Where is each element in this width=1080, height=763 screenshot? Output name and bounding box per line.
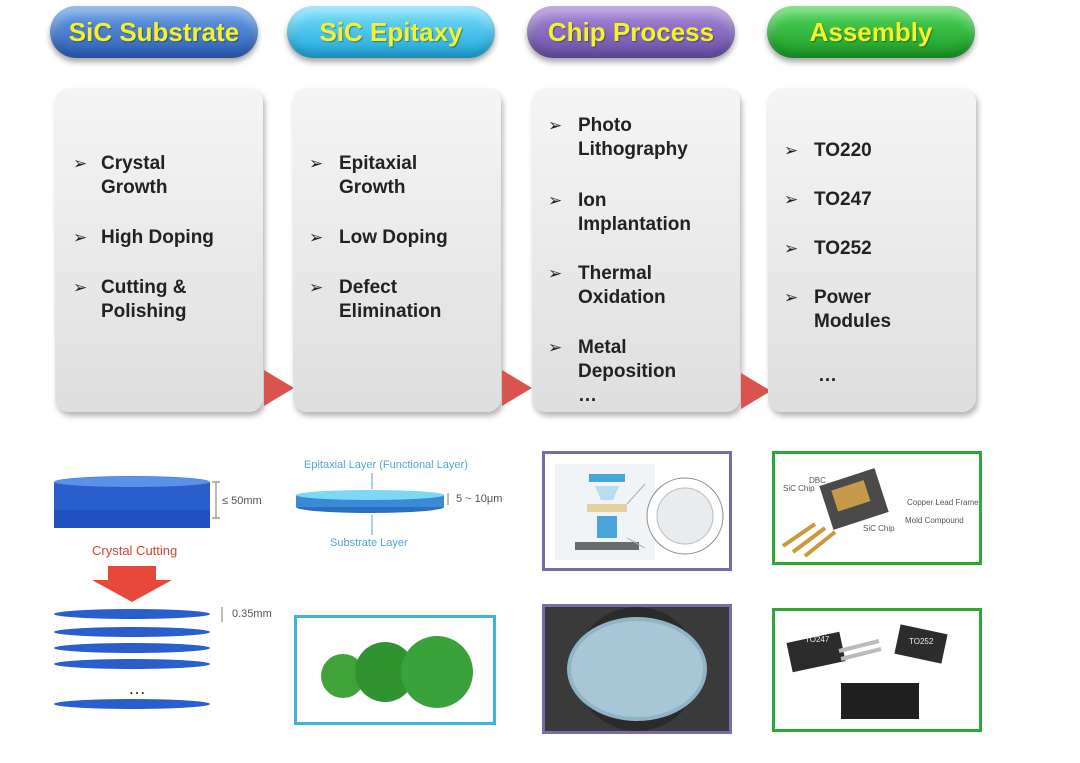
arrowhead-bullet-icon: ➢ (309, 228, 324, 247)
stage-title: SiC Substrate (68, 16, 240, 47)
item-line: Modules (814, 311, 892, 332)
crystal-cutting-label: Crystal Cutting (92, 543, 178, 558)
arrowhead-bullet-icon: ➢ (548, 338, 563, 357)
card-item: Cutting & Polishing (101, 276, 187, 324)
item-line: Epitaxial (339, 153, 418, 174)
item-line: Low Doping (339, 227, 448, 248)
lithography-drawing (555, 464, 724, 560)
substrate-layer-label: Substrate Layer (330, 537, 408, 549)
card-item: Low Doping (339, 226, 448, 250)
patterned-wafer-image (567, 607, 707, 731)
wafer-slices (54, 609, 210, 709)
card-item: High Doping (101, 226, 214, 250)
stage-card-chip-process: ➢ Photo Lithography ➢ Ion Implantation ➢… (532, 88, 740, 412)
epitaxial-layer-label: Epitaxial Layer (Functional Layer) (304, 459, 468, 471)
item-line: Ion (578, 190, 607, 211)
item-line: Lithography (578, 139, 688, 160)
item-line: Growth (101, 177, 168, 198)
item-line: Deposition (578, 361, 677, 382)
item-line: Crystal (101, 153, 166, 174)
stage-pill-chip-process: Chip Process (527, 6, 735, 58)
packages-photo: TO247 TO252 (772, 608, 982, 732)
item-line: TO252 (814, 238, 872, 259)
card-item: Photo Lithography (578, 114, 688, 162)
stage-pill-substrate: SiC Substrate (50, 6, 258, 58)
arrowhead-bullet-icon: ➢ (309, 278, 324, 297)
item-line: Growth (339, 177, 406, 198)
part-mark: TO247 (805, 635, 830, 644)
stage-title: Chip Process (547, 16, 715, 47)
chip-wafer-photo (542, 604, 732, 734)
item-line: Metal (578, 337, 627, 358)
card-item: Epitaxial Growth (339, 152, 417, 200)
card-item: TO220 (814, 139, 872, 163)
arrowhead-bullet-icon: ➢ (73, 278, 88, 297)
card-item: Power Modules (814, 286, 891, 334)
arrowhead-bullet-icon: ➢ (309, 154, 324, 173)
flow-arrow (741, 373, 771, 409)
arrowhead-bullet-icon: ➢ (784, 239, 799, 258)
card-item: Thermal Oxidation (578, 262, 666, 310)
package-label: Copper Lead Frame (907, 498, 979, 507)
item-line: Cutting & (101, 277, 187, 298)
flow-arrow (502, 370, 532, 406)
lithography-image (542, 451, 732, 571)
epitaxy-drawing (296, 473, 449, 535)
card-item: Metal Deposition (578, 336, 676, 384)
arrowhead-bullet-icon: ➢ (548, 116, 563, 135)
arrowhead-bullet-icon: ➢ (548, 264, 563, 283)
flow-arrow (264, 370, 294, 406)
substrate-drawing (54, 476, 223, 709)
item-line: Oxidation (578, 287, 666, 308)
arrowhead-bullet-icon: ➢ (784, 141, 799, 160)
substrate-illustration: ≤ 50mm Crystal Cutting 0.35mm … (50, 470, 290, 720)
item-line: Elimination (339, 301, 442, 322)
stage-pill-assembly: Assembly (767, 6, 975, 58)
item-line: Power (814, 287, 872, 308)
card-item: TO252 (814, 237, 872, 261)
stage-title: Assembly (809, 16, 933, 47)
stage-card-assembly: ➢ TO220 ➢ TO247 ➢ TO252 ➢ Power Modules … (768, 88, 976, 412)
stage-title: SiC Epitaxy (319, 16, 463, 47)
arrowhead-bullet-icon: ➢ (784, 190, 799, 209)
arrowhead-bullet-icon: ➢ (548, 191, 563, 210)
green-wafers-image (321, 636, 473, 708)
card-item: Defect Elimination (339, 276, 441, 324)
slice-thickness-label: 0.35mm (232, 608, 272, 620)
stage-card-epitaxy: ➢ Epitaxial Growth ➢ Low Doping ➢ Defect… (293, 88, 501, 412)
item-line: Polishing (101, 301, 187, 322)
arrowhead-bullet-icon: ➢ (784, 288, 799, 307)
packages-image (786, 624, 948, 719)
card-item: TO247 (814, 188, 872, 212)
epitaxy-illustration: Epitaxial Layer (Functional Layer) 5 ~ 1… (290, 455, 525, 555)
item-line: Defect (339, 277, 398, 298)
package-label: SiC Chip (783, 484, 815, 493)
package-label: DBC (809, 476, 826, 485)
item-line: Photo (578, 115, 632, 136)
thickness-label: ≤ 50mm (222, 495, 262, 507)
epi-thickness-label: 5 ~ 10μm (456, 493, 503, 505)
card-ellipsis: … (578, 385, 597, 406)
more-slices-label: … (128, 678, 146, 698)
card-item: Crystal Growth (101, 152, 168, 200)
epi-wafer-photo (294, 615, 496, 725)
card-ellipsis: … (818, 365, 837, 386)
item-line: TO220 (814, 140, 872, 161)
stage-pill-epitaxy: SiC Epitaxy (287, 6, 495, 58)
arrowhead-bullet-icon: ➢ (73, 154, 88, 173)
arrowhead-bullet-icon: ➢ (73, 228, 88, 247)
package-diagram-image: DBC SiC Chip Copper Lead Frame Mold Comp… (772, 451, 982, 565)
package-label: Mold Compound (905, 516, 964, 525)
item-line: Implantation (578, 214, 691, 235)
package-label: SiC Chip (863, 524, 895, 533)
package-drawing (781, 468, 889, 558)
item-line: Thermal (578, 263, 652, 284)
stage-card-substrate: ➢ Crystal Growth ➢ High Doping ➢ Cutting… (55, 88, 263, 412)
card-item: Ion Implantation (578, 189, 691, 237)
item-line: High Doping (101, 227, 214, 248)
part-mark: TO252 (909, 637, 934, 646)
item-line: TO247 (814, 189, 872, 210)
